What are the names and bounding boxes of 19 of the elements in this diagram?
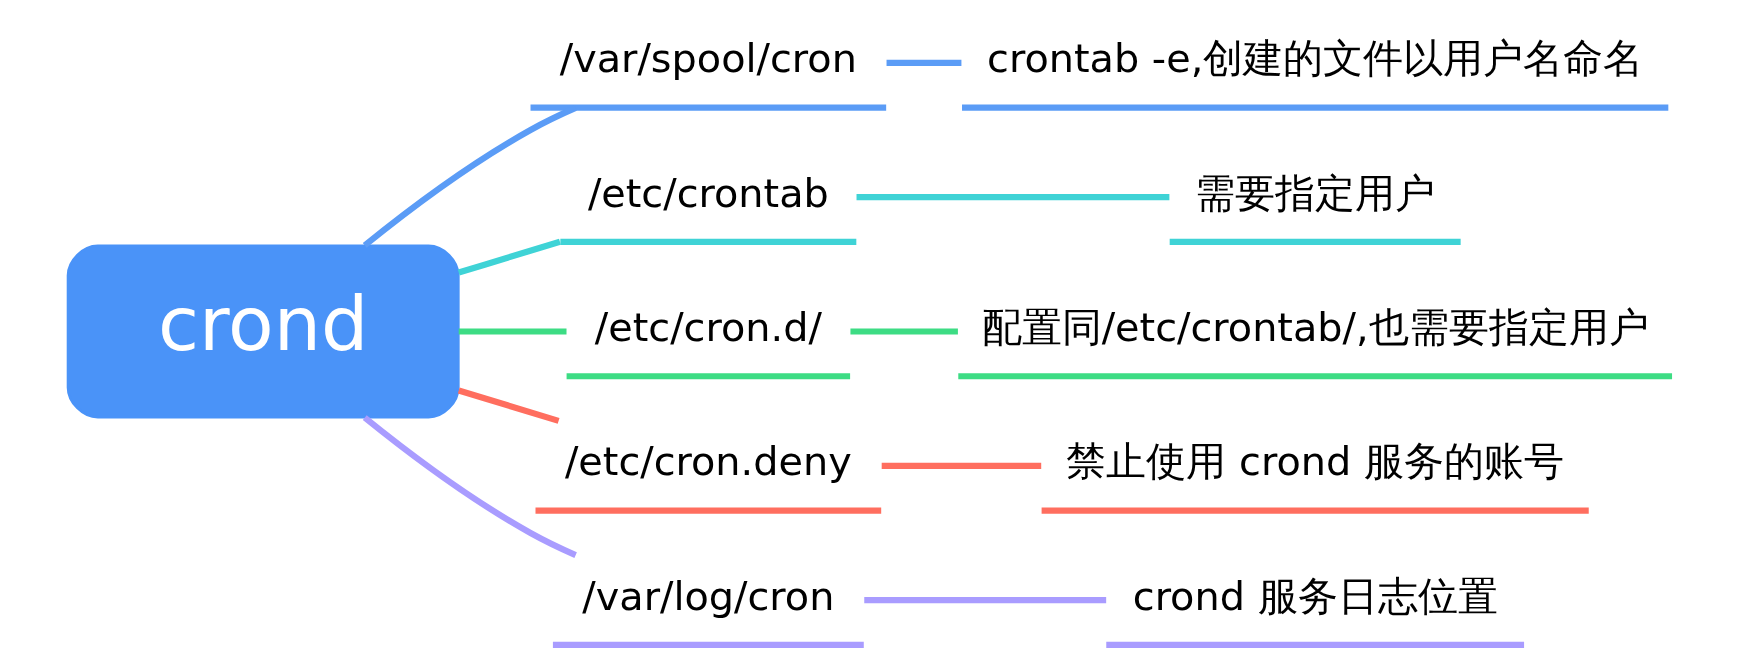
node-text: 需要指定用户 [1194,169,1435,216]
node-text: /var/spool/cron [559,35,857,82]
connector [863,597,1106,604]
node-box: crond [66,244,460,419]
connector [881,462,1041,469]
connector [849,328,958,335]
connector [362,105,577,248]
node-text: 配置同/etc/crontab/,也需要指定用户 [981,303,1649,350]
connector [457,387,559,424]
node-text: /var/log/cron [581,572,834,619]
node-text: 禁止使用 crond 服务的账号 [1065,438,1564,485]
node-text: /etc/crontab [587,169,829,216]
node-text: /etc/cron.d/ [594,303,822,350]
connector [362,415,577,558]
connector [458,328,566,335]
node-text: crontab -e,创建的文件以用户名命名 [986,35,1643,82]
connector [457,238,561,276]
node-text: crond 服务日志位置 [1132,572,1498,619]
node-text: /etc/cron.deny [564,438,852,485]
